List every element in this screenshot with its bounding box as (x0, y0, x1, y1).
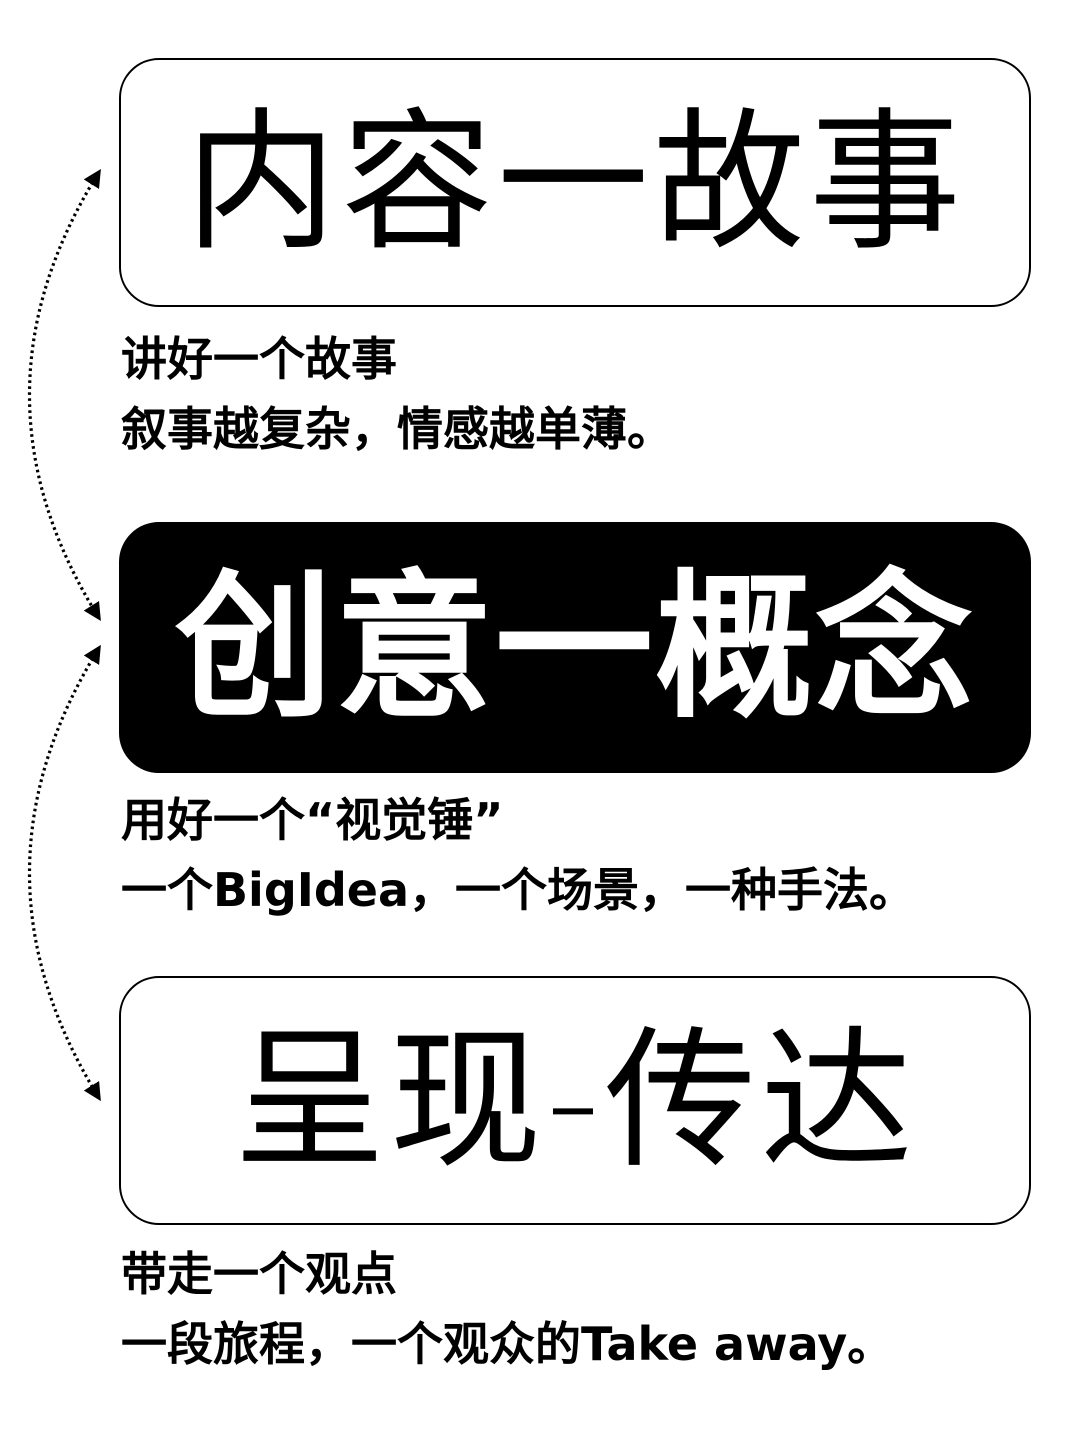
presentation-delivery-description: 一段旅程，一个观众的Take away。 (121, 1317, 894, 1371)
creative-concept-box: 创意一概念 (119, 522, 1031, 773)
creative-concept-heading: 用好一个“视觉锤” (121, 793, 504, 847)
presentation-delivery-title: 呈现-传达 (233, 1011, 917, 1189)
content-story-heading: 讲好一个故事 (121, 332, 397, 386)
arc-arrow-bottom-icon (28, 644, 101, 1102)
presentation-delivery-box: 呈现-传达 (119, 976, 1031, 1225)
arc-arrow-top-icon (28, 168, 101, 622)
content-story-box: 内容一故事 (119, 58, 1031, 307)
content-story-description: 叙事越复杂，情感越单薄。 (121, 402, 673, 456)
creative-concept-title: 创意一概念 (175, 555, 975, 740)
content-story-title: 内容一故事 (185, 93, 965, 271)
creative-concept-description: 一个BigIdea，一个场景，一种手法。 (121, 863, 916, 917)
presentation-delivery-heading: 带走一个观点 (121, 1247, 397, 1301)
